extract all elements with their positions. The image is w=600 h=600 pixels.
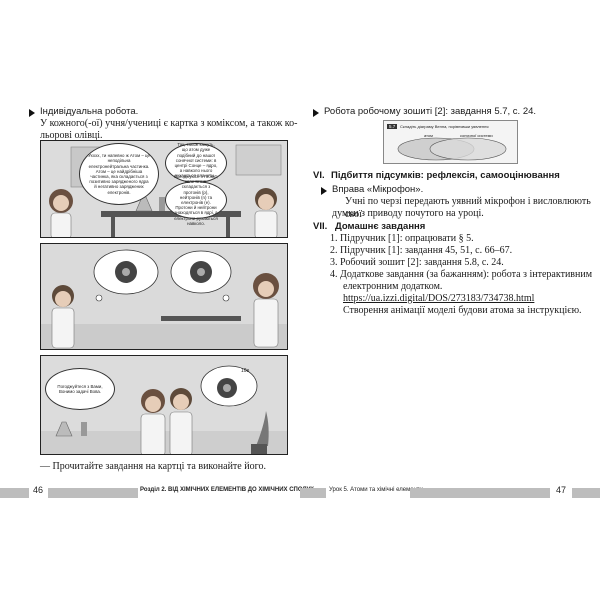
comic-panel-2	[40, 243, 288, 350]
section-6-number: VI.	[313, 170, 325, 181]
homework-item-2: 2. Підручник [1]: завдання 45, 51, с. 66…	[330, 245, 513, 256]
footer-bar-right	[410, 488, 550, 498]
exercise-text-1: Учні по черзі передають уявний мікрофон …	[345, 196, 591, 220]
speech-bubble-2: Так, також кажуть, що атом дуже подібний…	[165, 142, 227, 184]
exercise-label: Вправа «Мікрофон».	[332, 184, 424, 195]
homework-item-4-continued: електронним додатком.	[343, 281, 443, 292]
homework-item-4: 4. Додаткове завдання (за бажанням): роб…	[330, 269, 593, 280]
page-number-left: 46	[33, 485, 44, 495]
task-number-badge: 5.7	[387, 124, 398, 129]
speech-bubble-1: Ухххх, ти напевно ж Атом – це неподільна…	[79, 143, 159, 205]
footer-bar-left	[48, 488, 138, 498]
section-7-number: VII.	[313, 221, 328, 232]
comic-panel-3: Погоджуйтеся з Вами, Вонимо задачі Вова.…	[40, 355, 288, 455]
bullet-arrow-icon	[29, 109, 35, 117]
homework-link[interactable]: https://ua.izzi.digital/DOS/273183/73473…	[343, 293, 535, 304]
workbook-task-label: Робота робочому зошиті [2]: завдання 5.7…	[324, 106, 537, 117]
homework-item-1: 1. Підручник [1]: опрацювати § 5.	[330, 233, 474, 244]
page-number-right: 47	[556, 485, 567, 495]
footer-bar-left-edge	[0, 488, 29, 498]
intro-line-1: У кожного(-ої) учня/учениці є картка з к…	[40, 118, 298, 129]
individual-work-label: Індивідуальна робота.	[40, 106, 139, 117]
homework-item-3: 3. Робочий зошит [2]: завдання 5.8, с. 2…	[330, 257, 504, 268]
exercise-text-2: думки з приводу почутого на уроці.	[332, 208, 484, 219]
task-instruction: — Прочитайте завдання на картці та викон…	[40, 461, 266, 472]
venn-label-right: сонячної системи	[460, 133, 493, 138]
footer-bar-middle	[300, 488, 326, 498]
venn-diagram	[397, 137, 507, 161]
speech-bubble-3: Погоджуюся з тобою, але атом складається…	[165, 174, 227, 226]
footer-bar-right-edge	[572, 488, 600, 498]
footer-chapter-title: Розділ 2. ВІД ХІМІЧНИХ ЕЛЕМЕНТІВ ДО ХІМІ…	[140, 487, 314, 493]
homework-animation-text: Створення анімації моделі будови атома з…	[343, 305, 582, 316]
atom-scene-2	[41, 244, 287, 349]
workbook-thumbnail: 5.7 Складіть діаграму Венна, порівнявши …	[383, 120, 518, 164]
bullet-arrow-icon	[313, 109, 319, 117]
bullet-arrow-icon	[321, 187, 327, 195]
intro-line-2: льорові олівці.	[40, 130, 103, 141]
footer-lesson-title: Урок 5. Атоми та хімічні елементи	[329, 487, 423, 493]
electron-label: 10e	[241, 368, 250, 374]
thumbnail-instruction: Складіть діаграму Венна, порівнявши уявл…	[400, 124, 489, 129]
comic-panel-1: Ухххх, ти напевно ж Атом – це неподільна…	[40, 140, 288, 238]
venn-label-left: атом	[424, 133, 433, 138]
speech-bubble-4: Погоджуйтеся з Вами, Вонимо задачі Вова.	[45, 368, 115, 410]
section-7-title: Домашнє завдання	[335, 221, 426, 232]
lab-scene-1	[41, 141, 287, 237]
section-6-title: Підбиття підсумків: рефлексія, самооціню…	[331, 170, 560, 181]
